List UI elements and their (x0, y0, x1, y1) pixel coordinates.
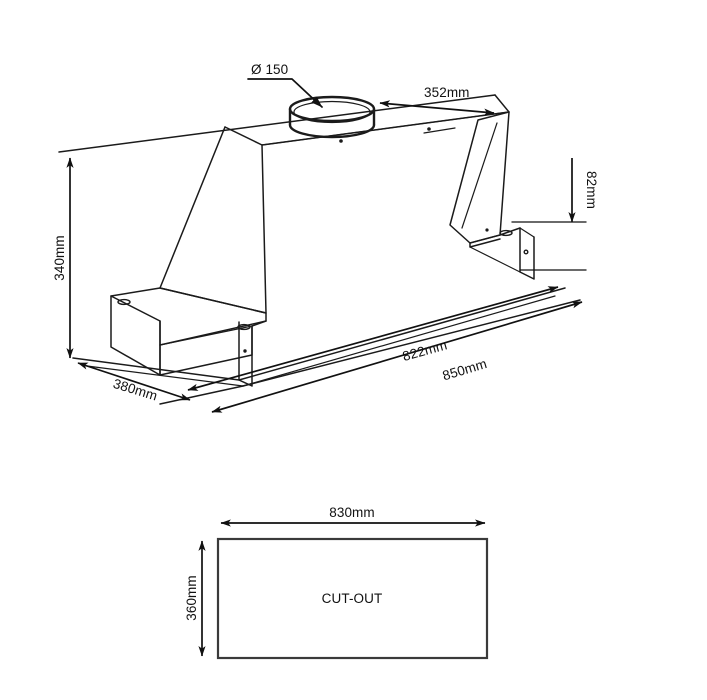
cutout-width-label: 830mm (329, 505, 375, 520)
cutout-caption: CUT-OUT (322, 591, 383, 606)
duct-collar-inner-ellipse (293, 100, 371, 124)
base-rim-inner (86, 295, 556, 387)
right-slope-panel-edge (469, 234, 501, 244)
left-slope-panel (159, 126, 267, 314)
top-depth-dim-line (379, 100, 495, 116)
cutout-rectangle (216, 537, 489, 660)
cutout-depth-label: 360mm (184, 575, 199, 621)
top-depth-label: 352mm (424, 85, 470, 100)
right-bracket-plate-top (519, 227, 535, 238)
duct-diameter-label: Ø 150 (251, 62, 288, 77)
right-slope-panel (449, 111, 510, 244)
right-bracket-top (469, 238, 501, 248)
hood-geometry (58, 94, 581, 405)
top-plate-front-edge (261, 111, 510, 146)
overall-height-label: 340mm (52, 235, 67, 281)
left-box-top-face (110, 287, 267, 346)
base-depth-dim-line (77, 362, 191, 401)
screw-dot-top-a (339, 139, 343, 143)
base-depth-label: 380mm (111, 376, 159, 404)
left-box-front-face (159, 320, 267, 376)
base-rim-front (242, 299, 581, 387)
box-slot-left (117, 298, 131, 306)
duct-collar-bottom-arc (288, 123, 376, 139)
screw-dot-left-box (243, 349, 247, 353)
bracket-slot-right (499, 229, 513, 237)
screw-dot-right-arm (485, 228, 489, 232)
top-plate-slot-line (423, 127, 456, 134)
body-width-dim-line (187, 286, 559, 391)
duct-collar-top-ellipse (288, 95, 376, 123)
screw-dot-top-b (427, 127, 431, 131)
overall-width-label: 850mm (441, 356, 489, 383)
rear-height-label: 82mm (584, 171, 599, 209)
right-bracket-under (469, 246, 521, 273)
overall-width-dim-line (211, 301, 583, 413)
right-bracket-plate (519, 227, 535, 280)
cutout-geometry: CUT-OUT (216, 537, 489, 660)
duct-diameter-leader (247, 78, 323, 108)
bracket-screw-hole-right (523, 249, 529, 255)
body-width-label: 822mm (401, 337, 449, 364)
right-arm-inner-line (461, 122, 498, 229)
cutout-dimensions: 830mm 360mm (184, 505, 486, 657)
